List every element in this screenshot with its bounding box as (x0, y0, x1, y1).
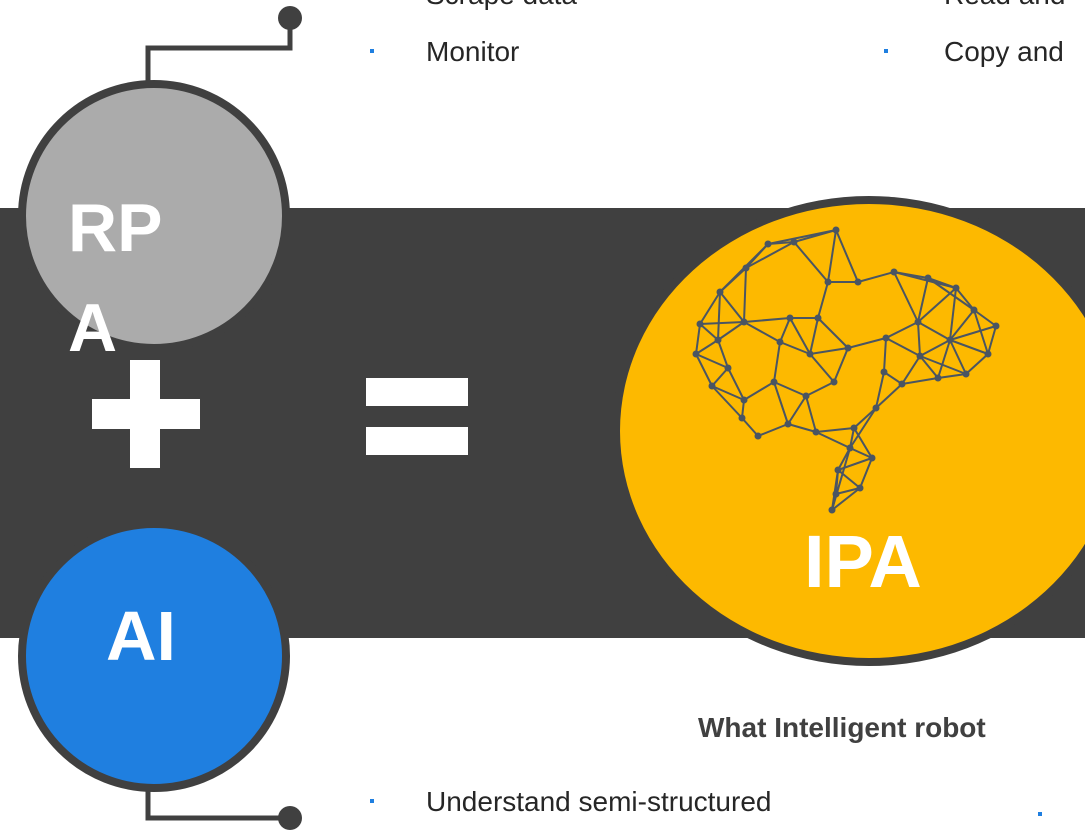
rpa-bullets-right: Read and Copy and (884, 0, 1085, 69)
plus-sign-horizontal (92, 399, 200, 429)
bullet-text: Read and (944, 0, 1065, 10)
bullet-icon (1038, 812, 1042, 816)
rpa-circle (18, 80, 290, 352)
ai-circle (18, 520, 290, 792)
brain-network-icon (692, 226, 1000, 514)
ai-label: AI (106, 597, 176, 675)
list-item: Understand semi-structured (370, 785, 771, 819)
rpa-connector-dot (278, 6, 302, 30)
equals-sign-top (366, 378, 468, 406)
robot-heading: What Intelligent robot (698, 712, 986, 743)
list-item: Copy and (884, 35, 1085, 69)
list-item: Monitor (370, 35, 577, 69)
list-item: Scrape data (370, 0, 577, 12)
bullet-icon (884, 49, 888, 53)
ipa-label: IPA (804, 520, 922, 603)
ai-connector-dot (278, 806, 302, 830)
bullet-icon (370, 799, 374, 803)
bullet-text: Monitor (426, 36, 520, 67)
equals-sign-bottom (366, 427, 468, 455)
bullet-text: Understand semi-structured (426, 786, 772, 817)
bullet-icon (370, 49, 374, 53)
bullet-text: Scrape data (426, 0, 577, 10)
ai-bullets-left: Understand semi-structured (370, 785, 771, 819)
ipa-circle (612, 196, 1085, 666)
bullet-text: Copy and (944, 36, 1064, 67)
rpa-bullets-left: Scrape data Monitor (370, 0, 577, 69)
rpa-label: RPA (68, 190, 163, 366)
list-item: Read and (884, 0, 1085, 12)
